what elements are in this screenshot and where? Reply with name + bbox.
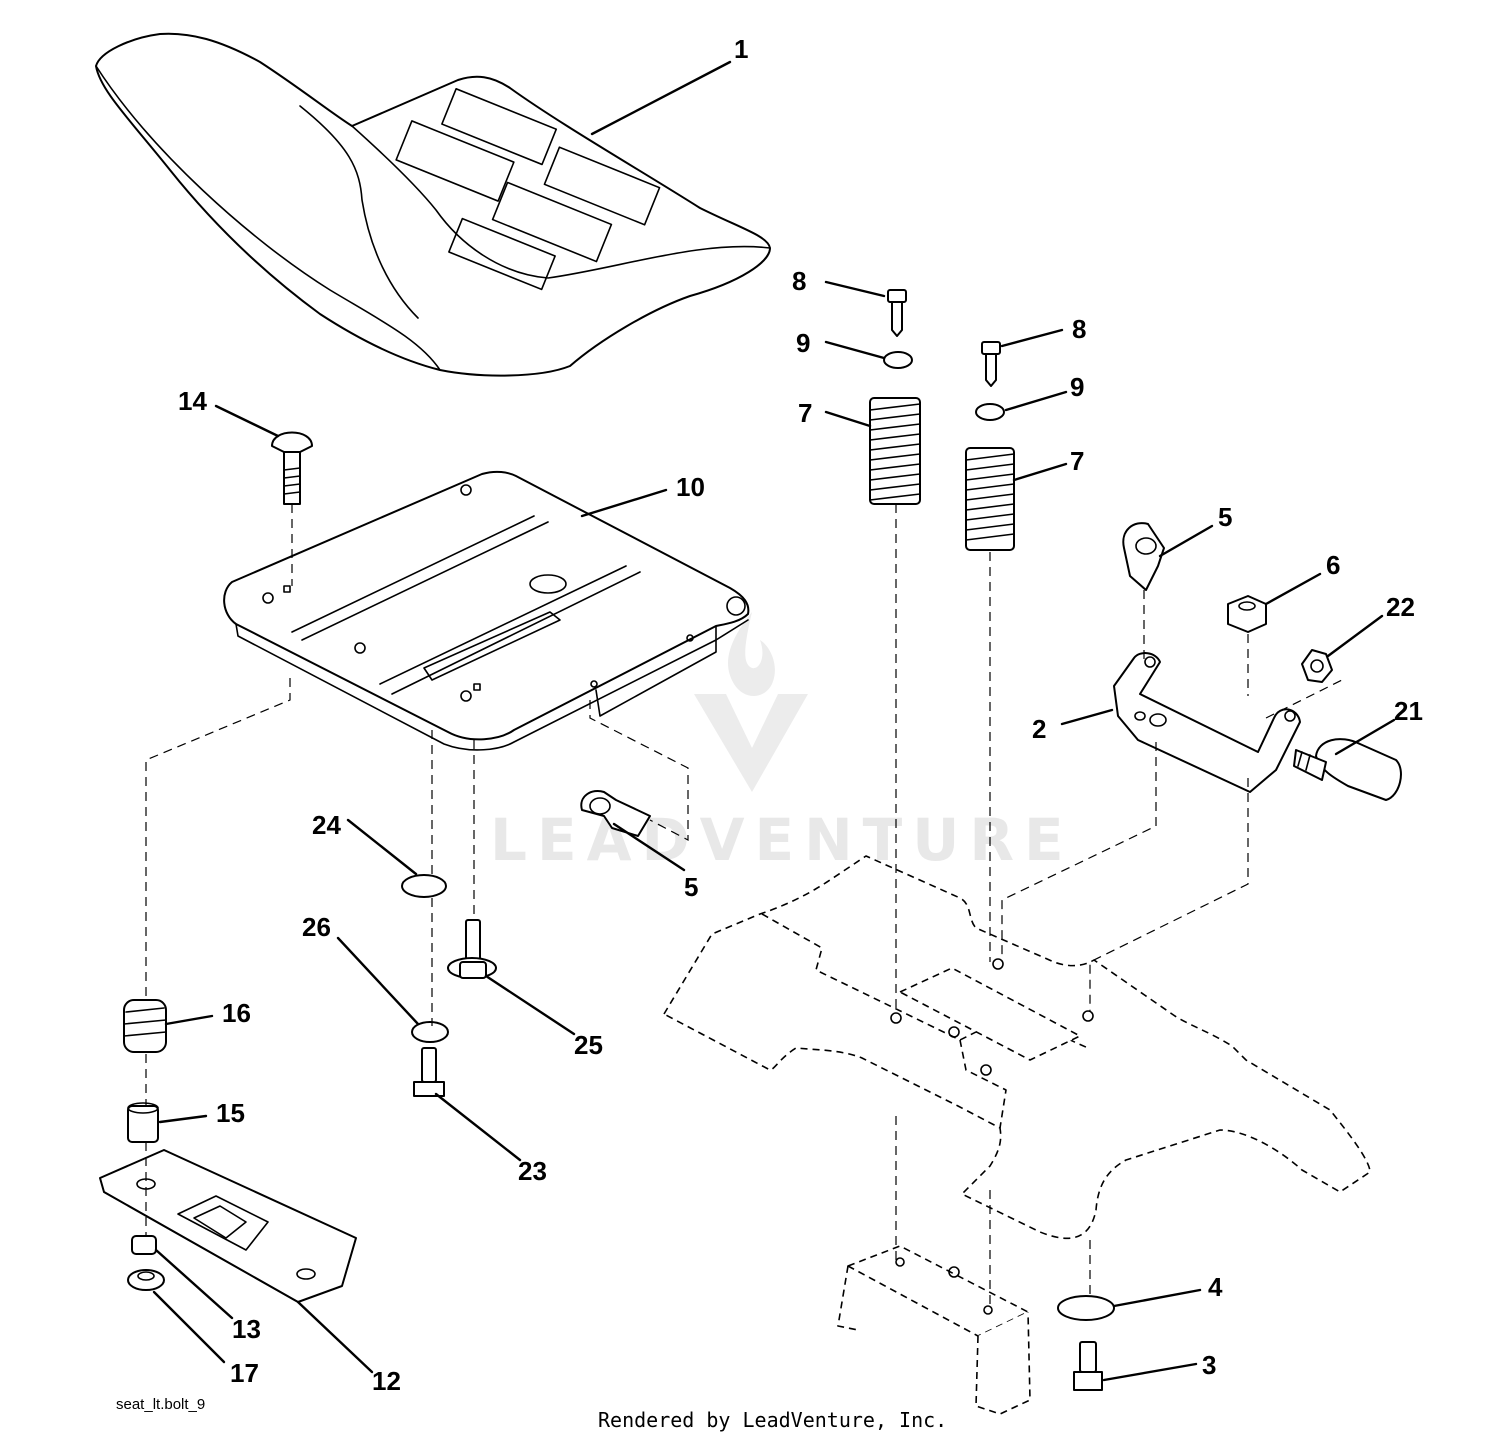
watermark-text: LEADVENTURE — [490, 806, 1074, 874]
callout-10: 10 — [676, 472, 705, 502]
callout-7-right: 7 — [1070, 446, 1084, 476]
callout-23: 23 — [518, 1156, 547, 1186]
seat — [95, 32, 771, 377]
credit-line: Rendered by LeadVenture, Inc. — [598, 1408, 948, 1432]
spacer-15 — [127, 1102, 159, 1143]
callout-25: 25 — [574, 1030, 603, 1060]
bolt-23 — [413, 1047, 445, 1097]
watermark-logo — [694, 612, 808, 792]
callout-13: 13 — [232, 1314, 261, 1344]
nut-22 — [1301, 649, 1333, 683]
washer-24 — [401, 874, 447, 898]
lockwasher-26 — [411, 1021, 449, 1043]
nut-17 — [127, 1269, 165, 1291]
callout-3: 3 — [1202, 1350, 1216, 1380]
spring-right — [965, 447, 1015, 551]
callout-16: 16 — [222, 998, 251, 1028]
washer-9-right — [975, 403, 1005, 421]
bolt-8-right — [981, 341, 1001, 387]
callout-6: 6 — [1326, 550, 1340, 580]
bolt-8-left — [887, 289, 907, 337]
bolt-3 — [1073, 1341, 1103, 1391]
callout-12: 12 — [372, 1366, 401, 1396]
callout-8-left: 8 — [792, 266, 806, 296]
callout-24: 24 — [312, 810, 341, 840]
callout-21: 21 — [1394, 696, 1423, 726]
callout-22: 22 — [1386, 592, 1415, 622]
callout-2: 2 — [1032, 714, 1046, 744]
locknut-6 — [1227, 595, 1267, 633]
carriage-bolt-14 — [271, 431, 313, 505]
callout-1: 1 — [734, 34, 748, 64]
washer-9-left — [883, 351, 913, 369]
bolt-25 — [447, 919, 497, 979]
callout-9-right: 9 — [1070, 372, 1084, 402]
callout-7-left: 7 — [798, 398, 812, 428]
leader-lines — [152, 60, 1396, 1382]
callout-8-right: 8 — [1072, 314, 1086, 344]
callout-15: 15 — [216, 1098, 245, 1128]
nut-13 — [131, 1235, 157, 1255]
bracket — [1113, 652, 1301, 793]
callout-14: 14 — [178, 386, 207, 416]
callout-labels: 1 2 3 4 5 5 6 7 7 8 8 9 9 10 12 13 14 15… — [178, 34, 1423, 1396]
tractor-frame — [663, 855, 1371, 1415]
clip-5-top — [1122, 522, 1165, 591]
seat-pan — [223, 470, 750, 751]
bumper-16 — [123, 999, 167, 1053]
callout-26: 26 — [302, 912, 331, 942]
washer-4 — [1057, 1295, 1115, 1321]
drawing-code: seat_lt.bolt_9 — [116, 1396, 206, 1413]
callout-17: 17 — [230, 1358, 259, 1388]
callout-5-top: 5 — [1218, 502, 1232, 532]
spring-left — [869, 397, 921, 505]
callout-4: 4 — [1208, 1272, 1223, 1302]
callout-9-left: 9 — [796, 328, 810, 358]
mounting-plate — [99, 1149, 357, 1303]
callout-5-bottom: 5 — [684, 872, 698, 902]
assembly-lines — [145, 504, 1343, 1308]
